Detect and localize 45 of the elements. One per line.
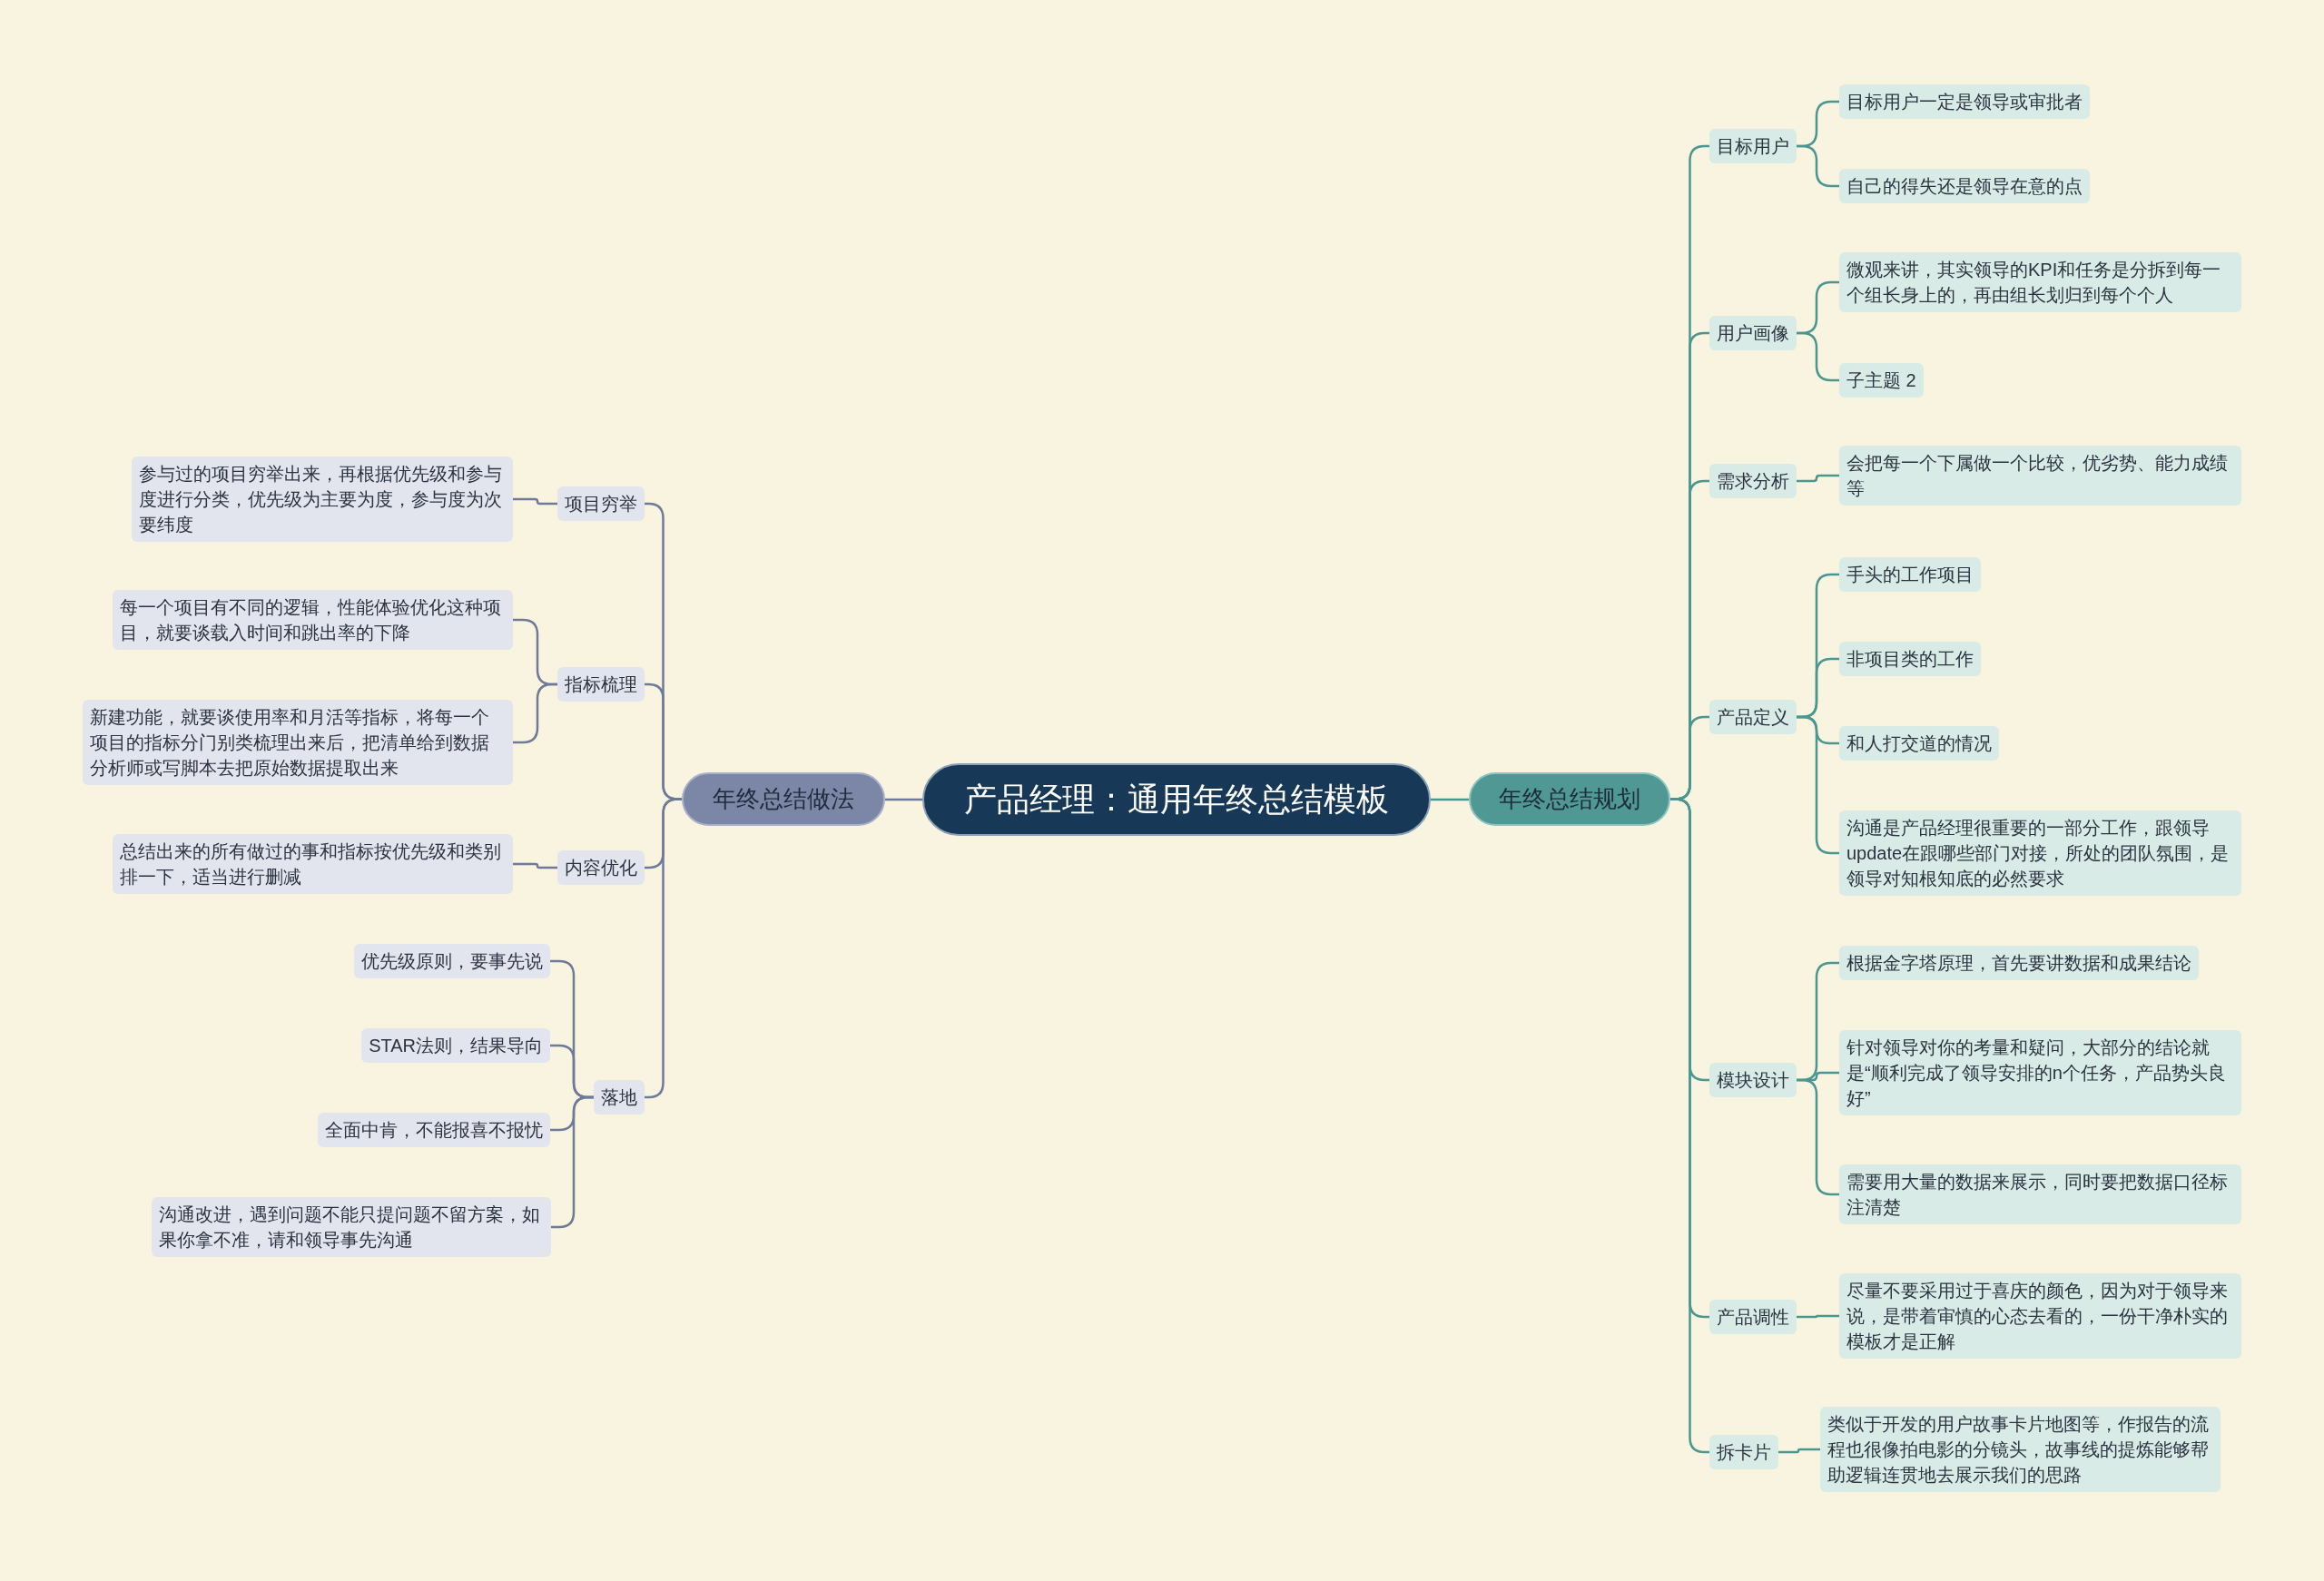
subtopic-label: 落地 [594,1080,645,1115]
connector-line [1778,1448,1820,1454]
central-topic: 产品经理：通用年终总结模板 [922,763,1431,836]
subtopic-label: 总结出来的所有做过的事和指标按优先级和类别排一下，适当进行删减 [113,834,513,894]
subtopic-label: 模块设计 [1709,1063,1797,1097]
subtopic-label: 需求分析 [1709,464,1797,498]
subtopic-label: 全面中肯，不能报喜不报忧 [318,1113,550,1147]
connector-line [513,862,557,869]
connector-line [645,798,682,1099]
connector-line [1797,144,1839,188]
subtopic-label: 自己的得失还是领导在意的点 [1839,169,2090,203]
subtopic-label: 拆卡片 [1709,1435,1778,1469]
subtopic-label: 沟通改进，遇到问题不能只提问题不留方案，如果你拿不准，请和领导事先沟通 [152,1197,551,1257]
subtopic-label: STAR法则，结果导向 [361,1028,550,1063]
main-branch-topic: 年终总结做法 [682,772,885,826]
subtopic-label: 新建功能，就要谈使用率和月活等指标，将每一个项目的指标分门别类梳理出来后，把清单给到数据分析师或写脚本去把原始数据提取出来 [83,700,513,785]
connector-line [1431,798,1469,801]
subtopic-label: 参与过的项目穷举出来，再根据优先级和参与度进行分类，优先级为主要为度，参与度为次要纬度 [132,457,513,542]
subtopic-label: 和人打交道的情况 [1839,726,1999,761]
subtopic-label: 沟通是产品经理很重要的一部分工作，跟领导update在跟哪些部门对接，所处的团队氛围，是领导对知根知底的必然要求 [1839,810,2241,896]
subtopic-label: 指标梳理 [557,667,645,702]
subtopic-label: 针对领导对你的考量和疑问，大部分的结论就是“顺利完成了领导安排的n个任务，产品势头良好” [1839,1030,2241,1115]
connector-line [513,497,557,506]
subtopic-label: 会把每一个下属做一个比较，优劣势、能力成绩等 [1839,446,2241,506]
subtopic-label: 项目穷举 [557,486,645,521]
subtopic-label: 微观来讲，其实领导的KPI和任务是分拆到每一个组长身上的，再由组长划归到每个个人 [1839,252,2241,312]
subtopic-label: 产品定义 [1709,700,1797,734]
subtopic-label: 非项目类的工作 [1839,642,1981,676]
subtopic-label: 优先级原则，要事先说 [354,944,550,978]
connector-line [1797,474,1839,483]
subtopic-label: 类似于开发的用户故事卡片地图等，作报告的流程也很像拍电影的分镜头，故事线的提炼能够帮助逻辑连贯地去展示我们的思路 [1820,1407,2221,1492]
subtopic-label: 目标用户一定是领导或审批者 [1839,84,2090,119]
subtopic-label: 手头的工作项目 [1839,557,1981,592]
subtopic-label: 根据金字塔原理，首先要讲数据和成果结论 [1839,946,2199,980]
subtopic-label: 需要用大量的数据来展示，同时要把数据口径标注清楚 [1839,1164,2241,1224]
subtopic-label: 产品调性 [1709,1300,1797,1334]
subtopic-label: 每一个项目有不同的逻辑，性能体验优化这种项目，就要谈载入时间和跳出率的下降 [113,590,513,650]
subtopic-label: 尽量不要采用过于喜庆的颜色，因为对于领导来说，是带着审慎的心态去看的，一份干净朴实的模板才是正解 [1839,1273,2241,1359]
subtopic-label: 子主题 2 [1839,363,1924,398]
connector-line [885,798,922,801]
subtopic-label: 用户画像 [1709,316,1797,350]
main-branch-topic: 年终总结规划 [1469,772,1670,826]
connector-line [1797,1314,1839,1319]
subtopic-label: 目标用户 [1709,129,1797,163]
subtopic-label: 内容优化 [557,850,645,885]
